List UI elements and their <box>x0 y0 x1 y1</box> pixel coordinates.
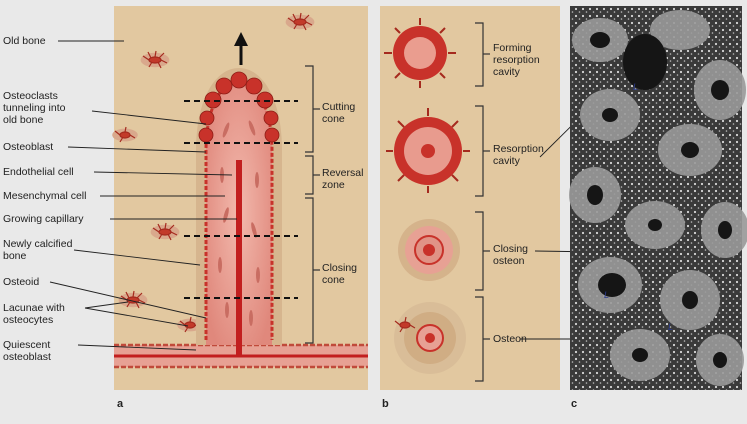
label-osteon: Osteon <box>493 333 527 345</box>
label-endothelial-cell: Endothelial cell <box>3 166 74 178</box>
label-closing-osteon: Closing osteon <box>493 243 529 267</box>
label-reversal-zone: Reversal zone <box>322 167 364 191</box>
label-quiescent-osteoblast: Quiescent osteoblast <box>3 339 51 363</box>
label-osteoblast: Osteoblast <box>3 141 54 153</box>
label-newly-calcified-bone: Newly calcified bone <box>3 238 73 262</box>
growing-capillary <box>236 160 242 356</box>
panel-a-leaders <box>49 40 237 351</box>
zone-brackets <box>305 65 320 344</box>
forming-resorption-cavity <box>384 18 456 88</box>
label-closing-cone: Closing cone <box>322 262 358 286</box>
lumen-mark: L <box>633 82 639 92</box>
panel-label-c: c <box>571 398 578 410</box>
panel-b-brackets <box>475 22 490 382</box>
label-old-bone: Old bone <box>3 35 46 47</box>
label-mesenchymal-cell: Mesenchymal cell <box>3 190 87 202</box>
osteon <box>394 302 466 374</box>
mesenchymal-cells <box>218 120 260 326</box>
label-growing-capillary: Growing capillary <box>3 213 84 225</box>
closing-osteon <box>398 219 460 281</box>
label-resorption-cavity: Resorption cavity <box>493 143 544 167</box>
micrograph-cavities <box>587 32 732 368</box>
label-osteoclasts: Osteoclasts tunneling into old bone <box>3 90 66 126</box>
panel-label-b: b <box>382 398 389 410</box>
label-lacunae: Lacunae with osteocytes <box>3 302 65 326</box>
zone-dividers <box>184 100 298 299</box>
growth-arrow <box>234 32 248 65</box>
lumen-mark: L <box>668 322 674 332</box>
resorption-cavity <box>386 108 470 193</box>
label-forming-resorption-cavity: Forming resorption cavity <box>493 42 540 78</box>
lumen-mark: L <box>604 290 610 300</box>
label-osteoid: Osteoid <box>3 276 40 288</box>
panel-label-a: a <box>117 398 124 410</box>
label-cutting-cone: Cutting cone <box>322 101 356 125</box>
